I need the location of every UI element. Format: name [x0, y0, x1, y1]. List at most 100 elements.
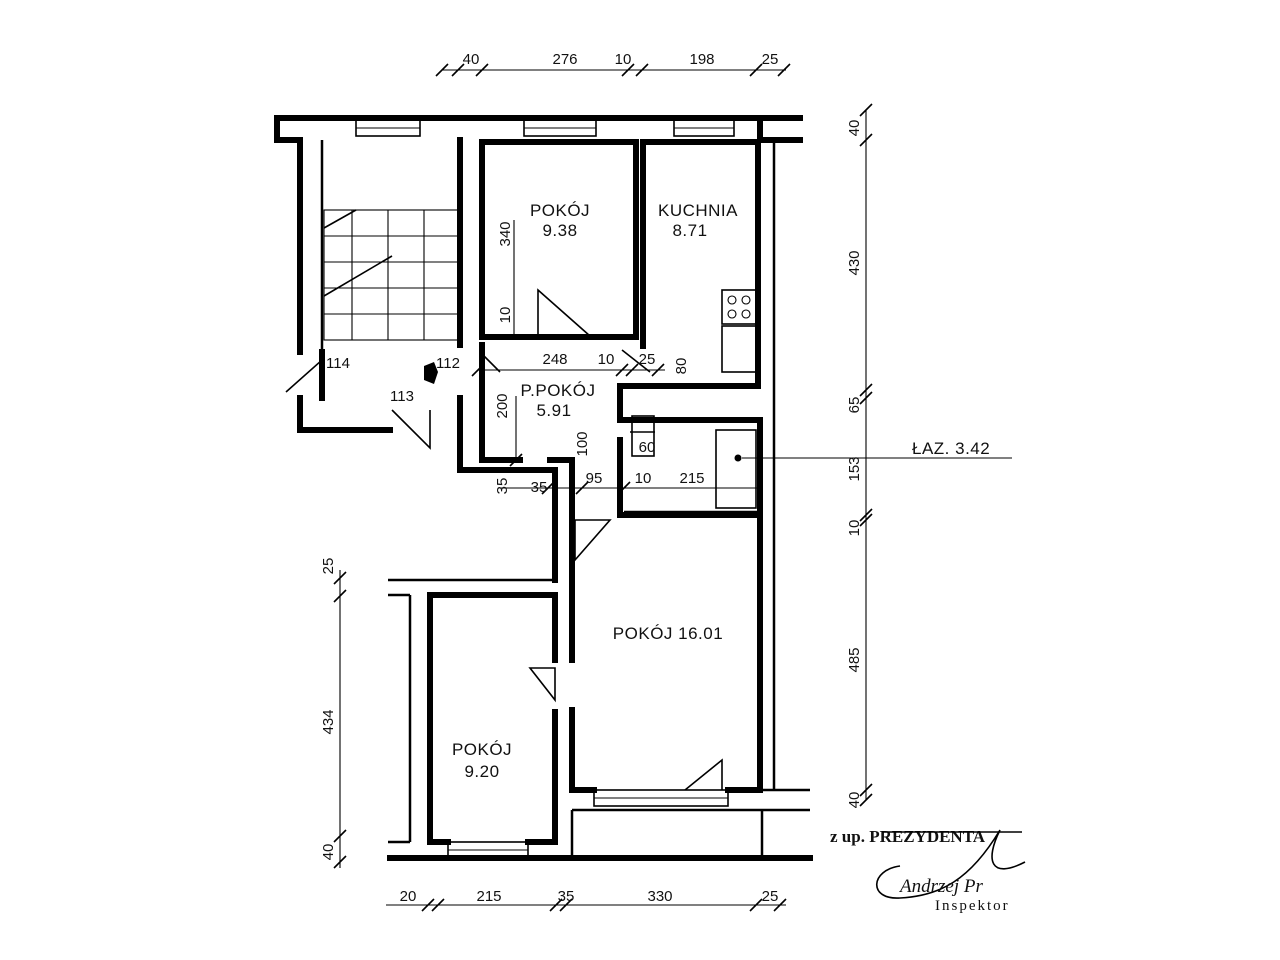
dim-top-1: 40 [463, 51, 480, 68]
dimension-tick [451, 63, 465, 77]
dimension-tick [541, 481, 555, 495]
dim-bottom-5: 25 [762, 888, 779, 905]
dimension-tick [333, 571, 347, 585]
room-pokoj-bottom-name: POKÓJ [452, 740, 512, 759]
room-kuchnia-name: KUCHNIA [658, 201, 738, 220]
dim-top-3: 10 [615, 51, 632, 68]
dim-10-a: 10 [497, 307, 514, 324]
dim-right-2: 430 [846, 250, 863, 275]
dim-right-5: 10 [846, 520, 863, 537]
dimension-labels-right: 40 430 65 153 10 485 40 [846, 120, 863, 809]
dimension-tick [575, 481, 589, 495]
dim-bottom-4: 330 [647, 888, 672, 905]
room-kuchnia-area: 8.71 [672, 221, 707, 240]
room-pokoj-top-area: 9.38 [542, 221, 577, 240]
dimension-tick [333, 829, 347, 843]
room-lazienka: ŁAZ. 3.42 [912, 439, 990, 458]
dimension-tick [773, 898, 787, 912]
dimension-labels-left: 25 434 40 [320, 558, 337, 861]
room-pokoj-bottom-area: 9.20 [464, 762, 499, 781]
bathtub-icon [715, 429, 757, 509]
dimension-labels-bottom: 20 215 35 330 25 [400, 888, 779, 905]
room-pokoj-big: POKÓJ 16.01 [613, 624, 723, 643]
sink-icon [721, 325, 757, 373]
dim-25: 25 [639, 351, 656, 368]
approval-stamp: z up. PREZYDENTA Andrzej Pr Inspektor [830, 827, 1026, 914]
stamp-line: z up. PREZYDENTA [830, 827, 986, 846]
dimension-tick [615, 363, 629, 377]
dim-35-a: 35 [494, 478, 511, 495]
dimension-tick [859, 133, 873, 147]
dimension-labels-interior: 340 10 248 10 25 80 114 112 113 200 100 … [326, 221, 704, 496]
stove-icon [721, 289, 757, 325]
dimension-tick [859, 793, 873, 807]
dimension-tick [475, 63, 489, 77]
dimension-tick [749, 898, 763, 912]
dim-248: 248 [542, 351, 567, 368]
dim-200: 200 [494, 393, 511, 418]
dim-left-3: 40 [320, 844, 337, 861]
dimension-tick [859, 383, 873, 397]
dim-114: 114 [326, 355, 350, 372]
dim-35-b: 35 [531, 479, 548, 496]
dimension-tick [777, 63, 791, 77]
dimension-tick [549, 898, 563, 912]
room-pokoj-top-name: POKÓJ [530, 201, 590, 220]
dim-right-3: 65 [846, 397, 863, 414]
dim-top-2: 276 [552, 51, 577, 68]
dim-left-2: 434 [320, 709, 337, 734]
dim-100: 100 [574, 431, 591, 456]
dim-top-4: 198 [689, 51, 714, 68]
dim-right-6: 485 [846, 647, 863, 672]
stamp-title: Inspektor [935, 898, 1010, 914]
dim-bottom-3: 35 [558, 888, 575, 905]
dimension-tick [617, 481, 631, 495]
dimension-tick [435, 63, 449, 77]
dim-340: 340 [497, 221, 514, 246]
room-przedpokoj-name: P.POKÓJ [521, 381, 596, 400]
staircase [323, 209, 461, 341]
dimension-tick [859, 513, 873, 527]
dim-left-1: 25 [320, 558, 337, 575]
dimension-tick [509, 453, 523, 467]
dimension-lines [339, 69, 867, 906]
dim-215: 215 [679, 470, 704, 487]
dim-bottom-2: 215 [476, 888, 501, 905]
dim-right-1: 40 [846, 120, 863, 137]
dim-80: 80 [673, 358, 690, 375]
stamp-signature: Andrzej Pr [898, 876, 983, 897]
dim-right-4: 153 [846, 456, 863, 481]
dimension-tick [859, 508, 873, 522]
dimension-tick [333, 589, 347, 603]
room-przedpokoj-area: 5.91 [536, 401, 571, 420]
toilet-icon [631, 415, 655, 457]
dimension-tick [635, 63, 649, 77]
dimension-tick [625, 363, 639, 377]
dimension-tick [421, 898, 435, 912]
dim-95: 95 [586, 470, 603, 487]
dimension-labels-top: 40 276 10 198 25 [463, 51, 779, 68]
dimension-tick [749, 63, 763, 77]
dimension-tick [621, 63, 635, 77]
dimension-tick [859, 103, 873, 117]
dimension-tick [559, 898, 573, 912]
dimension-tick [431, 898, 445, 912]
dimension-tick [333, 855, 347, 869]
dim-113: 113 [390, 388, 414, 405]
fixtures [631, 289, 1012, 509]
dimension-tick [651, 363, 665, 377]
dim-10-b: 10 [598, 351, 615, 368]
dim-bottom-1: 20 [400, 888, 417, 905]
room-labels: POKÓJ 9.38 KUCHNIA 8.71 P.POKÓJ 5.91 POK… [452, 201, 990, 781]
dim-top-5: 25 [762, 51, 779, 68]
dimension-tick [859, 783, 873, 797]
dim-112: 112 [436, 355, 460, 372]
dim-10-c: 10 [635, 470, 652, 487]
dim-right-7: 40 [846, 792, 863, 809]
dimension-tick [471, 363, 485, 377]
dimension-tick [859, 391, 873, 405]
signature-icon [875, 829, 1026, 899]
doors [285, 288, 723, 791]
dim-60: 60 [639, 439, 656, 456]
